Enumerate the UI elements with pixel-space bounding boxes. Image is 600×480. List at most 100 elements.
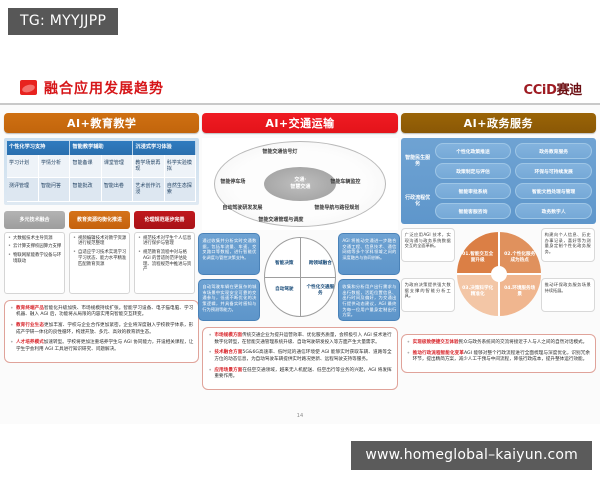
ellipse-core-label: 交通· 智慧交通 — [264, 167, 337, 201]
card-body: 规范技术对学生个人信息进行保护与管理 规范教育流程中对与格 AGI 的普适防范评… — [134, 231, 195, 294]
list-item: 教育行业生态更加丰富、学校与企业合作更加紧密。企业将深度融入学校教学体系，形成产… — [10, 322, 193, 336]
list-item: 视频编辑技术对教学资源进行规范整理 — [73, 235, 127, 247]
table-cell: 艺术创作沉浸 — [132, 177, 165, 202]
ellipse-label: 自动驾驶研发发展 — [222, 205, 263, 211]
column-body-transport: 交通· 智慧交通 智能交通信号灯 智能停车场 智能车辆监控 自动驾驶研发发展 智… — [198, 138, 401, 419]
list-item: 大数据技术主导资源 — [8, 235, 62, 242]
bullet-lead: 推动行政流程智能化变革 — [412, 350, 464, 356]
list-item: 云计算支撑校园算力支撑 — [8, 243, 62, 250]
government-matrix: 智能民生服务 行政流程优化 个性化政策推送 政务教育服务 政策制定与评估 环保与… — [400, 138, 596, 224]
bullet-text: 民众与政务系统间的交流将接近于人与人之间的自然对话模式。 — [458, 340, 588, 345]
quadrant-circle — [264, 237, 337, 317]
list-item: 应用场景方面在低空交通领域，越来无人机配送、低空出行等业务的兴起，AGI 将发挥… — [208, 367, 391, 381]
government-bullets: 实现极致便捷交互体验民众与政务系统间的交流将接近于人与人之间的自然对话模式。 推… — [400, 334, 596, 373]
column-header-transport: AI+交通运输 — [202, 113, 398, 133]
card-title: 伦理规范逐步完善 — [134, 210, 195, 229]
quadrant-label: 跨领域融合 — [308, 261, 332, 266]
card-ethics: 伦理规范逐步完善 规范技术对学生个人信息进行保护与管理 规范教育流程中对与格 A… — [134, 210, 195, 294]
education-cards: 多元技术融合 大数据技术主导资源 云计算支撑校园算力支撑 物联网赋能教学设备与环… — [4, 210, 199, 294]
core-line-1: 交通· — [294, 177, 307, 183]
quadrant-label: 个性化交通服务 — [306, 285, 335, 296]
table-cell: 教学场景再现 — [132, 154, 165, 179]
matrix-cell: 政务数字人 — [515, 203, 592, 219]
table-col-header: 沉浸式学习体验 — [132, 141, 197, 155]
ellipse-label: 智能车辆监控 — [330, 179, 361, 185]
quadrant-label: 自动驾驶 — [275, 287, 294, 292]
card-title: 多元技术融合 — [4, 210, 65, 229]
red-swoosh-icon — [20, 80, 37, 95]
column-header-education: AI+教育教学 — [4, 113, 200, 133]
government-donut-diagram: 01.智能交互全面升级 02.个性化服务成为热点 03.决策科学化精准化 04.… — [400, 228, 596, 328]
matrix-cell: 个性化政策推送 — [434, 143, 512, 159]
donut-note: 构建向个人信息、历史办事记录，喜好等为测量身定制个性化政务服务。 — [540, 228, 595, 262]
matrix-cell: 政策制定与评估 — [434, 163, 512, 179]
education-bullets: 教育终端产品智能化升级加快、市场规模持续扩张。智能学习设备、电子猫电脑、学习机器… — [4, 299, 200, 363]
table-row: 测评管理 智能问答 智能批改 智能出卷 艺术创作沉浸 自然生态探索 — [7, 177, 197, 202]
bullet-lead: 教育终端产品 — [16, 305, 45, 311]
matrix-cell: 智能客服咨询 — [434, 203, 512, 219]
quadrant-label: 智能决策 — [275, 261, 294, 266]
card-body: 大数据技术主导资源 云计算支撑校园算力支撑 物联网赋能教学设备与环境联动 — [4, 231, 65, 294]
table-col-header: 个性化学习支持 — [7, 141, 71, 155]
bullet-lead: 教育行业生态 — [16, 323, 45, 329]
donut-label: 03.决策科学化精准化 — [462, 286, 494, 297]
bullet-text: 加速转型。学校将更加注重培养学生与 AGI 协同能力，开设相关课程，让学生学会利… — [16, 340, 194, 352]
tg-tag: TG: MYYJJPP — [8, 8, 119, 35]
education-table: 个性化学习支持 智能教学辅助 沉浸式学习体验 学习计划 学情分析 智能备课 — [7, 141, 197, 202]
page-number: 14 — [296, 413, 304, 419]
slide: 融合应用发展趋势 CCiD赛迪 AI+教育教学 个性化学习支持 智能教学辅助 — [0, 72, 600, 424]
quadrant-note: 自动驾驶车辆在更复杂的城市场景中实现安全可靠的交通参与，低速不断优化的决策逻辑，… — [198, 279, 261, 321]
list-item: 人才培养模式加速转型。学校将更加注重培养学生与 AGI 协同能力，开设相关课程，… — [10, 339, 194, 353]
donut-label: 04.环境服务场景 — [504, 286, 536, 297]
ellipse-label: 智能导航与路径规划 — [314, 205, 360, 211]
ellipse-label: 智能停车场 — [220, 179, 246, 185]
table-cell: 智能批改 — [69, 177, 102, 202]
bullet-text: 智能化升级加快、市场规模持续扩张。智能学习设备、电子猫电脑、学习机器、融入 AG… — [16, 305, 194, 318]
table-header-row: 个性化学习支持 智能教学辅助 沉浸式学习体验 — [7, 141, 197, 155]
matrix-cell: 智能文档处理与管理 — [515, 183, 592, 199]
brand-cn: 赛迪 — [556, 83, 583, 98]
matrix-row-label: 智能民生服务 — [405, 154, 431, 168]
transport-ellipse-diagram: 交通· 智慧交通 智能交通信号灯 智能停车场 智能车辆监控 自动驾驶研发发展 智… — [202, 138, 398, 230]
matrix-cell: 政务教育服务 — [515, 143, 592, 159]
bullet-text: AGI 能够对整个行政流程进行全面梳理与深度优化，识别冗余环节，提出精简方案，减… — [412, 350, 590, 363]
table-cell: 学习计划 — [7, 154, 39, 179]
ccid-logo: CCiD赛迪 — [523, 79, 582, 98]
list-item: 教育终端产品智能化升级加快、市场规模持续扩张。智能学习设备、电子猫电脑、学习机器… — [10, 305, 194, 319]
bullet-text: 传统交通企业为提升运营效率、优化服务质量，会积极引入 AGI 技术进行数字化转型… — [214, 333, 392, 345]
list-item: 实现极致便捷交互体验民众与政务系统间的交流将接近于人与人之间的自然对话模式。 — [407, 339, 590, 347]
list-item: 物联网赋能教学设备与环境联动 — [8, 252, 62, 264]
bullet-lead: 人才培养模式 — [16, 340, 44, 346]
card-title: 教育资源均衡化推进 — [69, 210, 130, 229]
table-cell: 课堂管理 — [101, 154, 134, 179]
table-cell: 智能问答 — [38, 177, 71, 202]
matrix-cell: 智能审批系统 — [434, 183, 512, 199]
table-cell: 测评管理 — [7, 177, 39, 202]
bullet-text: 5G&6G高速率、低时延的通信环境使 AGI 能够实时获取车辆、道路等全方位的动… — [214, 350, 392, 362]
quadrant-note: AGI 将推动交通进一步融合交通工程、信息技术、通信网络等多个学科领域之间的深度… — [338, 233, 401, 275]
card-resource-balance: 教育资源均衡化推进 视频编辑技术对教学资源进行规范整理 自适应学习技术实现学习学… — [69, 210, 130, 294]
list-item: 市场规模方面传统交通企业为提升运营效率、优化服务质量，会积极引入 AGI 技术进… — [208, 332, 392, 346]
education-table-wrap: 个性化学习支持 智能教学辅助 沉浸式学习体验 学习计划 学情分析 智能备课 — [4, 138, 200, 205]
bullet-lead: 技术融合方面 — [214, 350, 243, 356]
table-col-header: 智能教学辅助 — [69, 141, 134, 155]
column-header-government: AI+政务服务 — [400, 113, 596, 133]
card-body: 视频编辑技术对教学资源进行规范整理 自适应学习技术实现学习学习状态、能力水平精准… — [69, 231, 130, 294]
transport-bullets: 市场规模方面传统交通企业为提升运营效率、优化服务质量，会积极引入 AGI 技术进… — [202, 327, 398, 390]
donut-label: 02.个性化服务成为热点 — [504, 252, 536, 263]
list-item: 规范教育流程中对与格 AGI 的普适防范评估处理、流程规范中推进与资产 — [138, 249, 192, 273]
bullet-lead: 市场规模方面 — [214, 333, 243, 338]
column-body-government: 智能民生服务 行政流程优化 个性化政策推送 政务教育服务 政策制定与评估 环保与… — [400, 138, 596, 373]
columns-container: AI+教育教学 个性化学习支持 智能教学辅助 沉浸式学习体验 — [0, 105, 600, 424]
list-item: 自适应学习技术实现学习学习状态、能力水平精准匹配教育资源 — [73, 249, 127, 267]
ellipse-label: 智能交通管理与调度 — [258, 217, 304, 223]
matrix-cell: 环保与可持续发展 — [515, 163, 592, 179]
ellipse-label: 智能交通信号灯 — [262, 149, 298, 155]
donut-chart — [456, 232, 541, 316]
quadrant-note: 通过收集并分析实时交通数据，包括车流量、车速、交叉路口等数据，进行智能优化调度与… — [198, 233, 261, 275]
list-item: 规范技术对学生个人信息进行保护与管理 — [138, 235, 192, 247]
core-line-2: 智慧交通 — [290, 184, 311, 190]
donut-note: 推动环保政务服务场景持续拓展。 — [540, 278, 595, 312]
table-cell: 智能备课 — [69, 154, 102, 179]
